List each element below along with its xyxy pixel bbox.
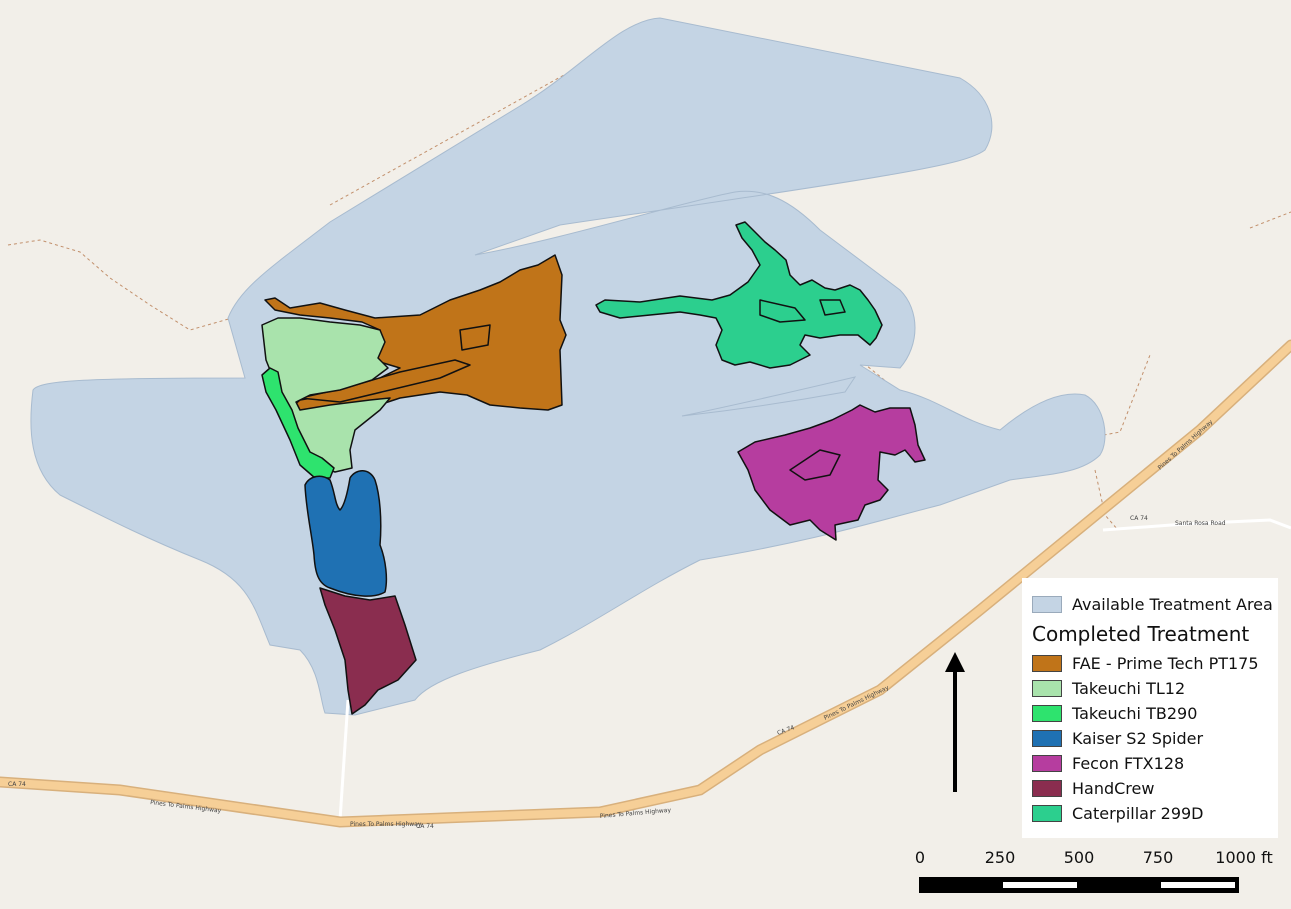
legend-label: FAE - Prime Tech PT175 xyxy=(1072,654,1259,673)
legend-swatch xyxy=(1032,805,1062,822)
legend-swatch xyxy=(1032,730,1062,747)
available-treatment-area[interactable] xyxy=(30,17,1106,716)
legend-item: Takeuchi TB290 xyxy=(1032,701,1278,726)
treatment-caterpillar-299d[interactable] xyxy=(595,221,883,369)
scale-segment xyxy=(1003,882,1077,888)
legend-label: Takeuchi TL12 xyxy=(1072,679,1186,698)
legend-item: Fecon FTX128 xyxy=(1032,751,1278,776)
legend-item: HandCrew xyxy=(1032,776,1278,801)
treatment-polygons xyxy=(261,221,926,715)
legend-item: Kaiser S2 Spider xyxy=(1032,726,1278,751)
north-arrow-icon xyxy=(945,652,965,792)
road-label: CA 74 xyxy=(416,823,434,830)
legend-item: Takeuchi TL12 xyxy=(1032,676,1278,701)
minor-roads xyxy=(338,518,1291,821)
legend-label: Fecon FTX128 xyxy=(1072,754,1185,773)
scale-tick-label: 250 xyxy=(984,848,1016,867)
legend-item: FAE - Prime Tech PT175 xyxy=(1032,651,1278,676)
legend-heading: Completed Treatment xyxy=(1032,622,1250,646)
legend-swatch xyxy=(1032,705,1062,722)
scale-tick-label: 0 xyxy=(914,848,926,867)
highway-ca74 xyxy=(0,339,1291,828)
legend-label: Kaiser S2 Spider xyxy=(1072,729,1204,748)
scale-tick-label: 750 xyxy=(1142,848,1174,867)
map-legend: Available Treatment Area Completed Treat… xyxy=(1022,578,1278,838)
legend-label: Takeuchi TB290 xyxy=(1072,704,1198,723)
scale-bar-graphic xyxy=(919,877,1239,893)
road-label: CA 74 xyxy=(8,781,26,788)
legend-swatch xyxy=(1032,596,1062,613)
road-label: Pines To Palms Highway xyxy=(350,821,422,828)
legend-swatch xyxy=(1032,780,1062,797)
scale-segment xyxy=(1161,882,1235,888)
road-label: CA 74 xyxy=(1130,515,1148,522)
legend-label: Caterpillar 299D xyxy=(1072,804,1204,823)
treatment-takeuchi-tb290[interactable] xyxy=(261,367,335,479)
scale-tick-label: 1000 ft xyxy=(1215,848,1273,867)
legend-swatch xyxy=(1032,755,1062,772)
scale-bar: 0 250 500 750 1000 ft xyxy=(900,846,1280,896)
legend-available: Available Treatment Area xyxy=(1032,592,1278,617)
legend-item: Caterpillar 299D xyxy=(1032,801,1278,826)
legend-swatch xyxy=(1032,655,1062,672)
road-label: Santa Rosa Road xyxy=(1175,520,1226,527)
treatment-handcrew[interactable] xyxy=(319,587,417,715)
legend-swatch xyxy=(1032,680,1062,697)
legend-label: HandCrew xyxy=(1072,779,1155,798)
legend-label: Available Treatment Area xyxy=(1072,595,1273,614)
scale-tick-label: 500 xyxy=(1063,848,1095,867)
treatment-fecon-ftx128[interactable] xyxy=(737,404,926,541)
treatment-kaiser-s2-spider[interactable] xyxy=(304,470,388,597)
